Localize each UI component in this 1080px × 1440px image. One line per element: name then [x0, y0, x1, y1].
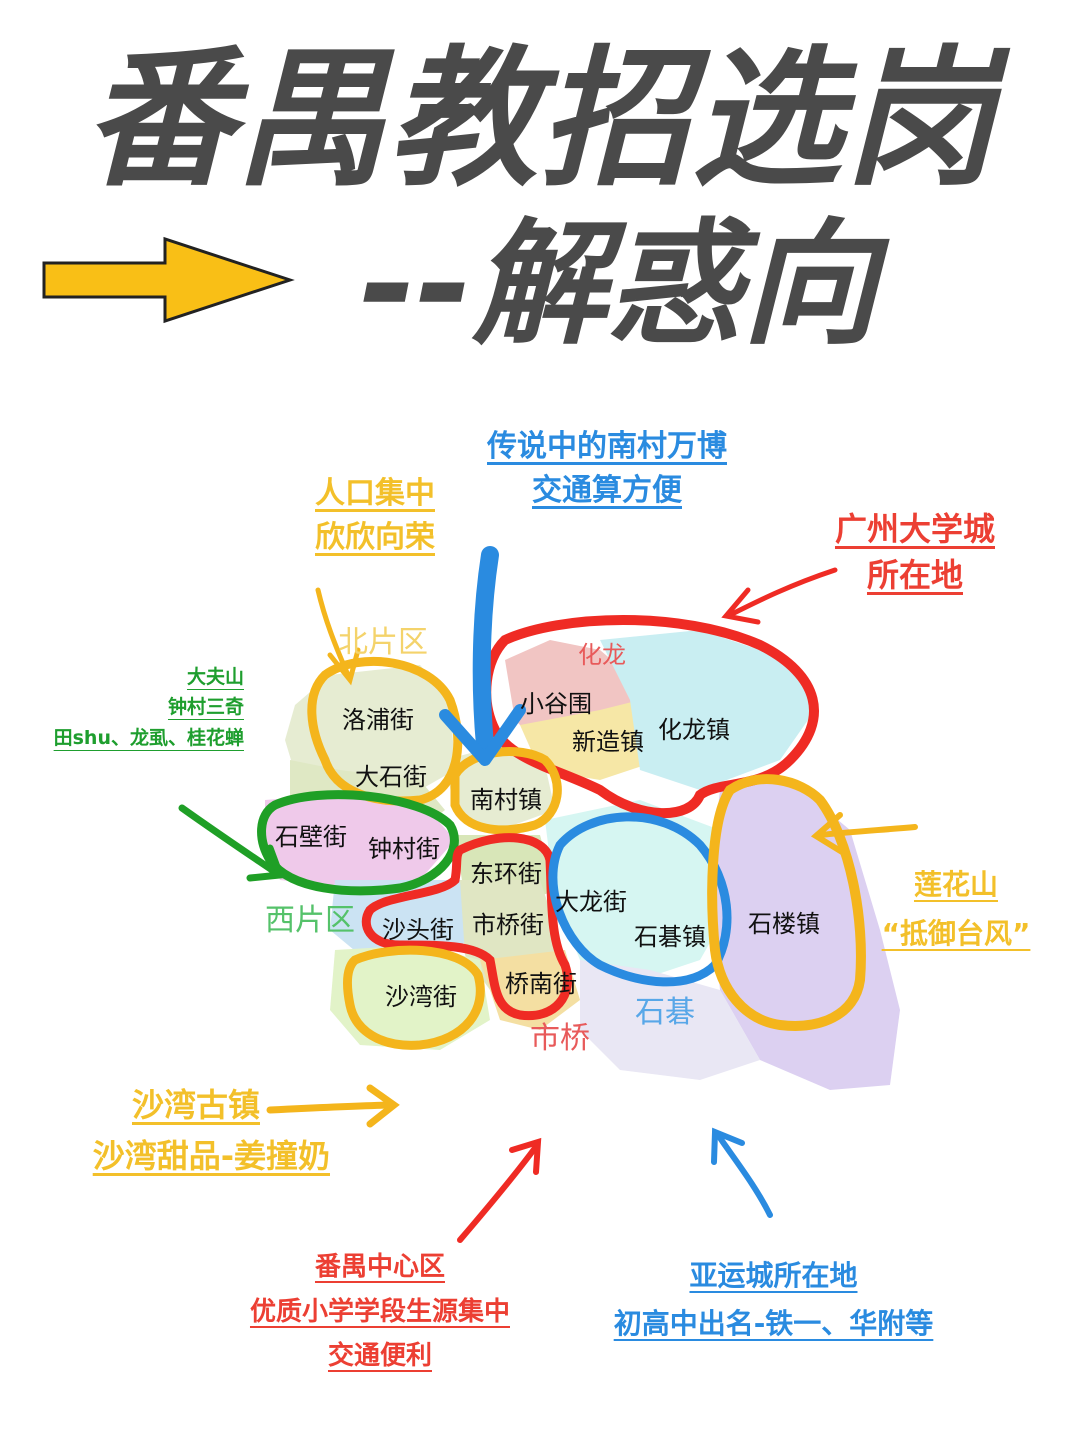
district-shatou: 沙头街 — [382, 916, 454, 944]
region-label-shiji: 石碁 — [635, 995, 695, 1030]
region-label-shiqiao: 市桥 — [530, 1021, 590, 1056]
annotation-north: 人口集中 欣欣向荣 — [315, 476, 435, 555]
district-nancun: 南村镇 — [470, 786, 542, 814]
region-label-north: 北片区 — [338, 625, 428, 660]
shilou-yellow-arrow-icon — [810, 812, 918, 855]
annotation-west: 大夫山 钟村三奇 田shu、龙虱、桂花蝉 — [53, 666, 244, 749]
district-shiqiao: 市桥街 — [472, 911, 544, 939]
district-qiaonan: 桥南街 — [505, 970, 577, 998]
region-label-hualong: 化龙 — [578, 641, 626, 669]
region-label-west: 西片区 — [265, 903, 355, 938]
center-red-arrow-icon — [457, 1137, 542, 1243]
arrow-right-icon — [42, 236, 295, 324]
district-shiji: 石碁镇 — [634, 923, 706, 951]
page-title-line2: --解惑向 — [360, 206, 878, 363]
shawan-yellow-outline — [342, 945, 485, 1050]
district-shawan: 沙湾街 — [385, 983, 457, 1011]
nancun-blue-arrow-icon — [439, 546, 526, 766]
hualong-red-arrow-icon — [721, 567, 838, 625]
north-yellow-outline — [307, 656, 463, 806]
west-green-arrow-icon — [178, 804, 285, 882]
district-donghuan: 东环街 — [470, 860, 542, 888]
annotation-shawan: 沙湾古镇 沙湾甜品-姜撞奶 — [92, 1086, 330, 1176]
north-yellow-arrow-icon — [315, 587, 361, 686]
district-luopu: 洛浦街 — [342, 706, 414, 734]
district-dashi: 大石街 — [355, 763, 427, 791]
district-shilou: 石楼镇 — [748, 910, 820, 938]
district-shibi: 石壁街 — [275, 823, 347, 851]
annotation-hualong: 广州大学城 所在地 — [834, 510, 995, 595]
annotation-center: 番禺中心区 优质小学学段生源集中 交通便利 — [249, 1252, 510, 1372]
district-hualong: 化龙镇 — [658, 716, 730, 744]
shiji-blue-arrow-icon — [711, 1127, 773, 1218]
annotation-shiji: 亚运城所在地 初高中出名-铁一、华附等 — [613, 1259, 934, 1340]
annotation-shilou: 莲花山 “抵御台风” — [881, 868, 1031, 950]
page-title-line1: 番禺教招选岗 — [83, 33, 996, 207]
district-xiaoguwei: 小谷围 — [520, 690, 592, 718]
district-dalong: 大龙街 — [555, 888, 627, 916]
shilou-yellow-outline — [707, 774, 866, 1031]
annotation-nancun: 传说中的南村万博 交通算方便 — [487, 429, 727, 508]
map-base — [265, 630, 900, 1090]
shawan-yellow-arrow-icon — [266, 1084, 400, 1128]
west-green-outline — [257, 790, 459, 896]
district-xinzao: 新造镇 — [572, 728, 644, 756]
district-zhongcun: 钟村街 — [368, 835, 440, 863]
